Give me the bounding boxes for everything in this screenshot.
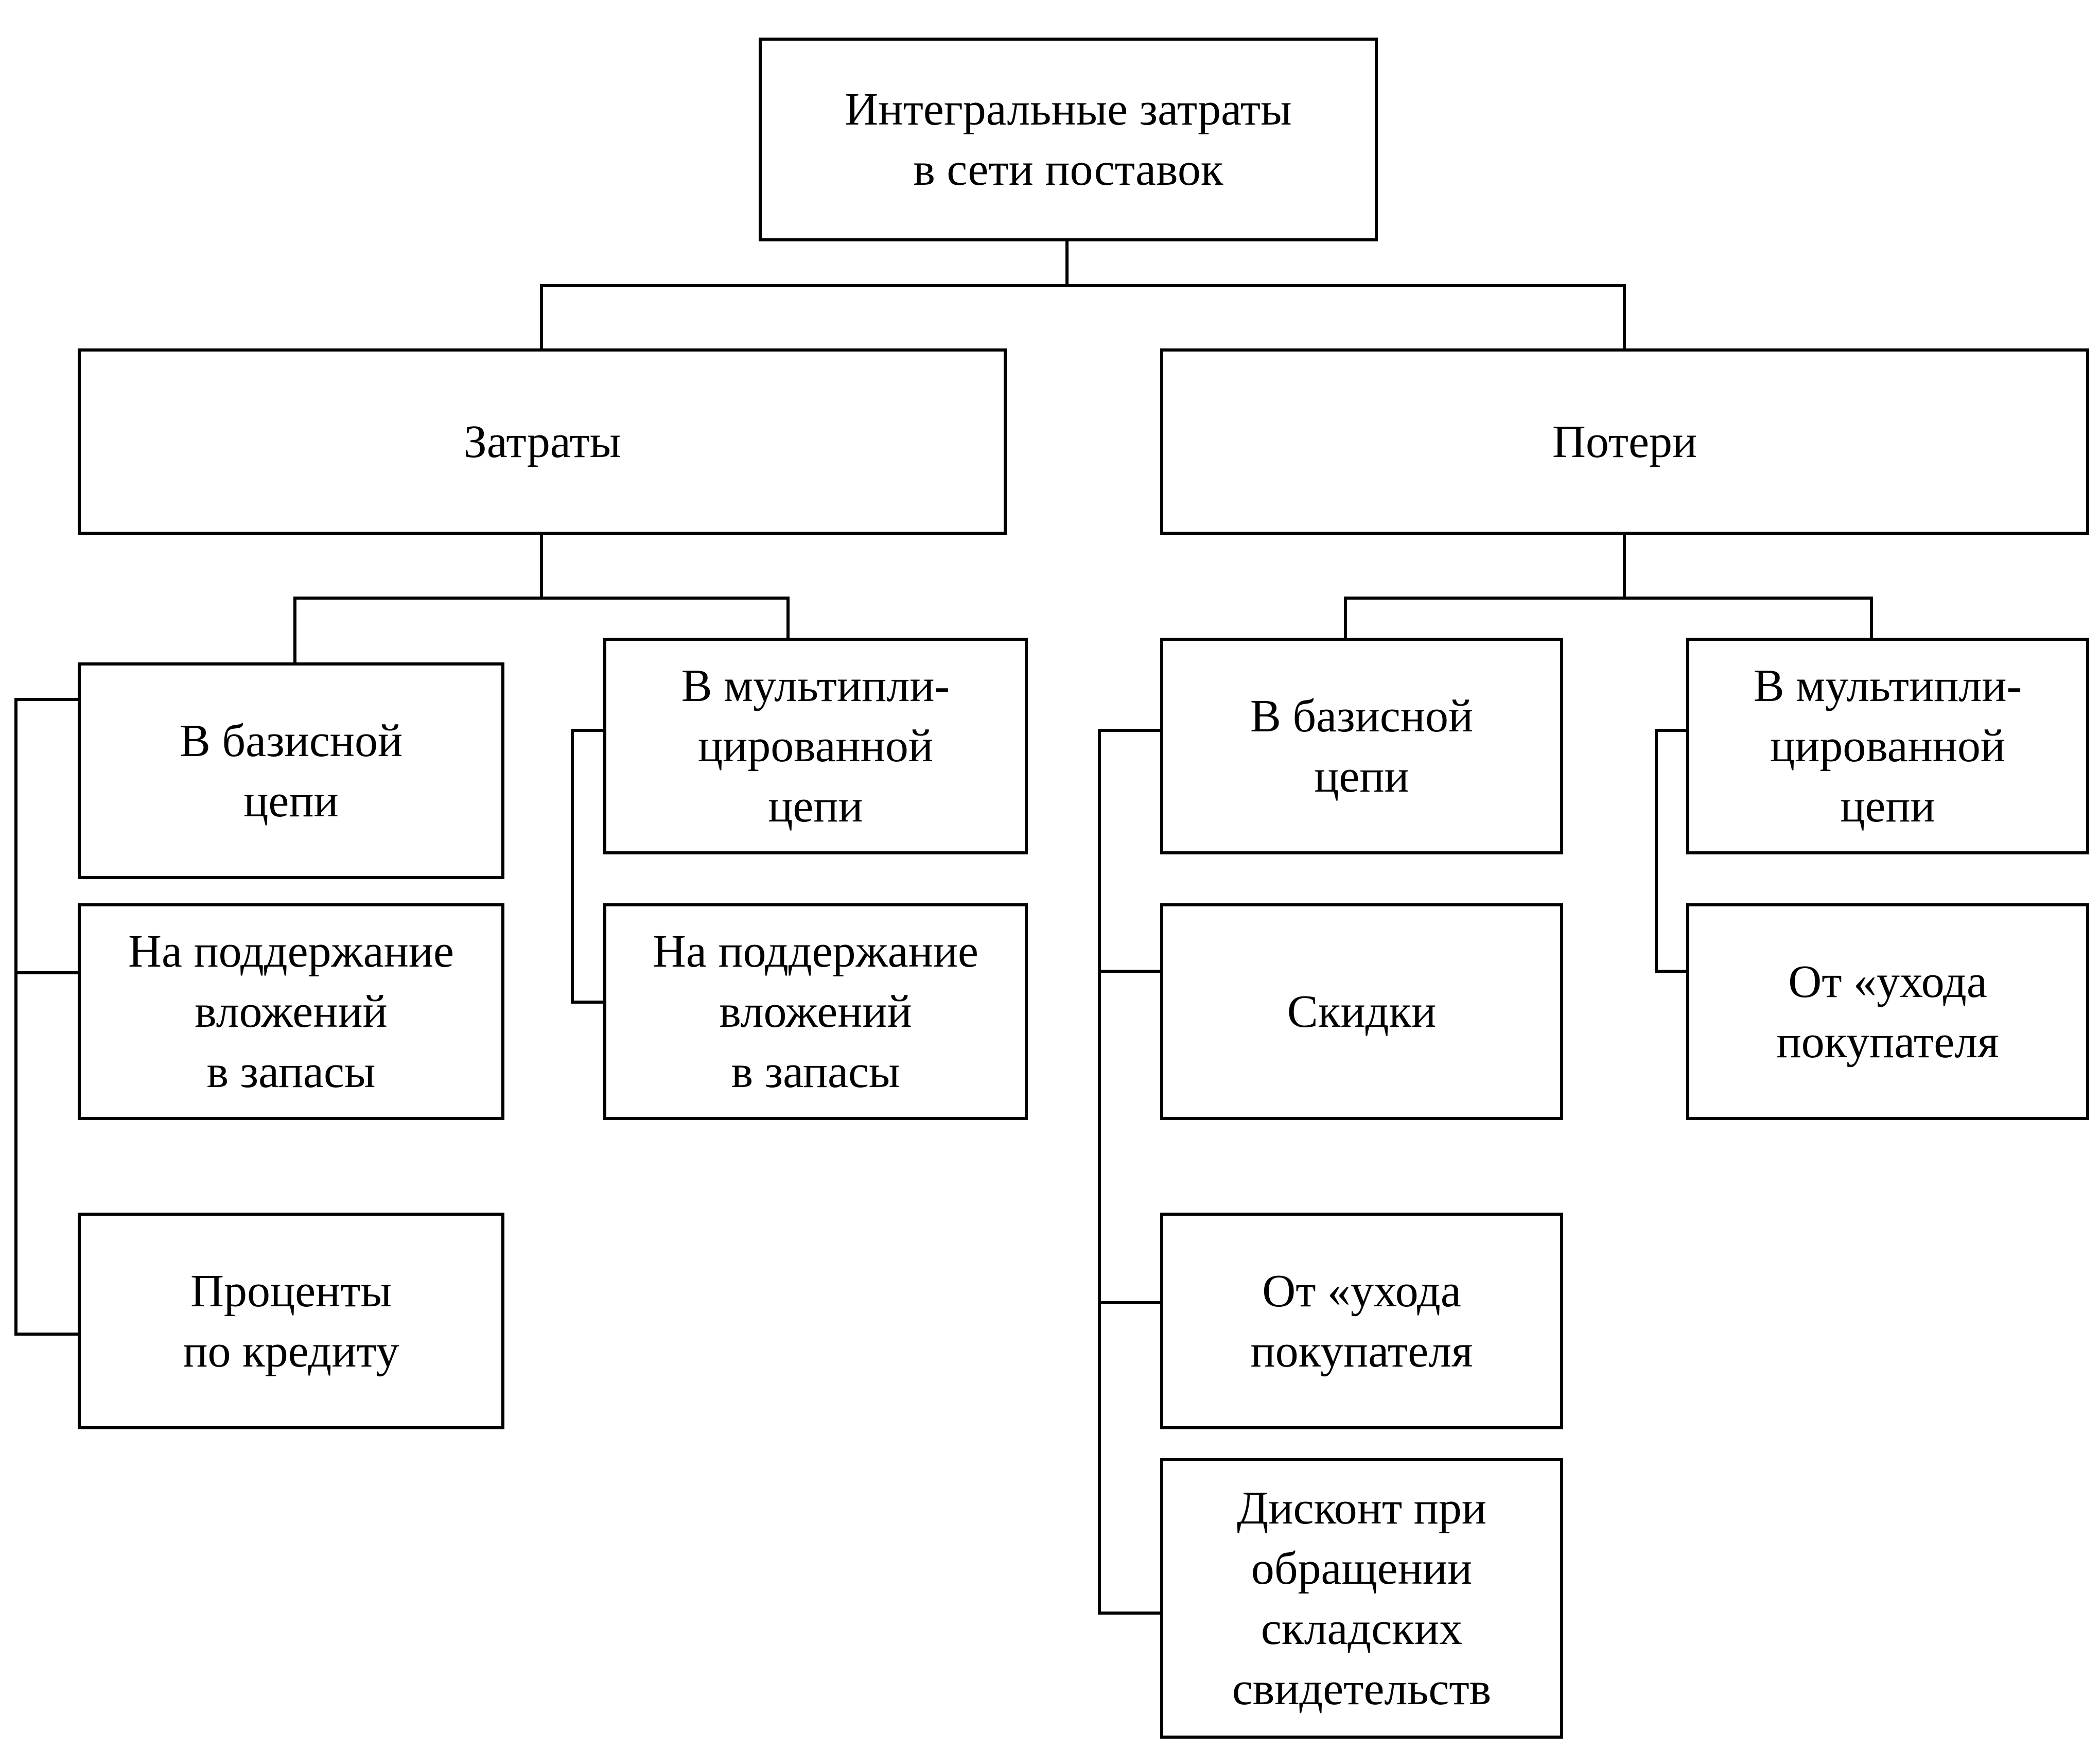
node-losses-basic-chain: В базисной цепи xyxy=(1160,638,1563,854)
node-costs-basic-interest: Проценты по кредиту xyxy=(78,1213,504,1429)
node-costs: Затраты xyxy=(78,348,1007,535)
node-losses-basic-warrant-discount: Дисконт при обращении складских свидетел… xyxy=(1160,1458,1563,1739)
node-costs-multi-inventory: На поддержание вложений в запасы xyxy=(603,903,1028,1120)
node-losses-basic-customer-leave: От «ухода покупателя xyxy=(1160,1213,1563,1429)
node-integral-costs: Интегральные затраты в сети поставок xyxy=(759,38,1378,241)
node-losses-multi-customer-leave: От «ухода покупателя xyxy=(1686,903,2089,1120)
node-costs-basic-inventory: На поддержание вложений в запасы xyxy=(78,903,504,1120)
node-losses-basic-discounts: Скидки xyxy=(1160,903,1563,1120)
node-costs-basic-chain: В базисной цепи xyxy=(78,662,504,879)
node-costs-multi-chain: В мультипли- цированной цепи xyxy=(603,638,1028,854)
node-losses: Потери xyxy=(1160,348,2089,535)
node-losses-multi-chain: В мультипли- цированной цепи xyxy=(1686,638,2089,854)
